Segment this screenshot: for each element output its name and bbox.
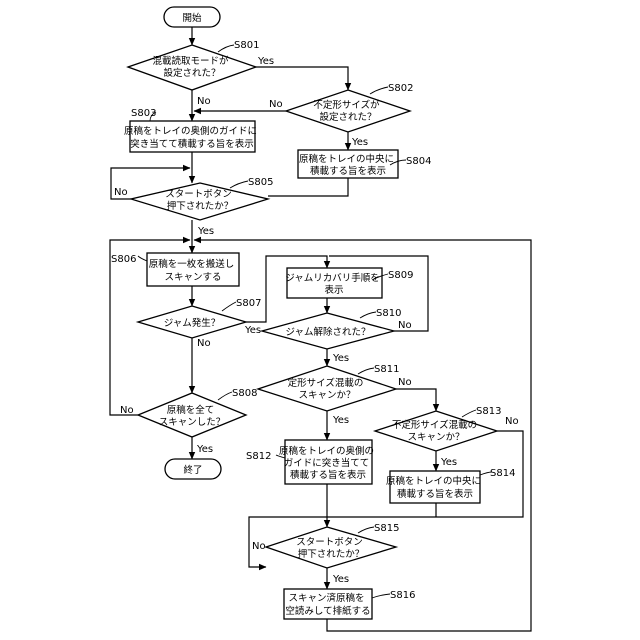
- edge-label-s808-yes: Yes: [196, 444, 213, 455]
- edge-label-s815-yes: Yes: [332, 574, 349, 585]
- decision-s813: [375, 411, 497, 451]
- end-label: 終了: [183, 464, 202, 476]
- edge-label-s807-yes: Yes: [244, 325, 261, 336]
- leader-s813: [462, 410, 476, 417]
- edge-label-s810-yes: Yes: [332, 353, 349, 364]
- edge-label-s808-no: No: [120, 405, 134, 416]
- step-s809: S809: [388, 270, 413, 281]
- leader-s806: [138, 256, 147, 261]
- edge-label-s813-no: No: [505, 416, 519, 427]
- step-s801: S801: [234, 40, 259, 51]
- step-s810: S810: [376, 308, 401, 319]
- s807-label: ジャム発生？: [164, 317, 221, 329]
- edge-label-s801-yes: Yes: [257, 56, 274, 67]
- step-s813: S813: [476, 406, 501, 417]
- step-s815: S815: [374, 523, 399, 534]
- s815-label: スタートボタン 押下されたか？: [296, 537, 366, 560]
- edge-label-s811-yes: Yes: [332, 415, 349, 426]
- step-s804: S804: [406, 156, 431, 167]
- step-s805: S805: [248, 177, 273, 188]
- edge-label-s802-no: No: [269, 99, 283, 110]
- step-s803: S803: [131, 108, 156, 119]
- edge-label-s815-no: No: [252, 541, 266, 552]
- s805-label: スタートボタン 押下されたか？: [165, 189, 235, 212]
- edge-label-s805-no: No: [114, 187, 128, 198]
- leader-s801: [218, 45, 234, 52]
- leader-s805: [230, 181, 248, 188]
- leader-s810: [360, 312, 376, 318]
- decision-s802: [286, 90, 410, 132]
- leader-s816: [372, 594, 390, 598]
- s810-label: ジャム解除された？: [285, 326, 370, 338]
- step-s816: S816: [390, 590, 415, 601]
- step-s807: S807: [236, 298, 261, 309]
- shapes: [128, 7, 497, 619]
- edge-s804-s805: [268, 178, 348, 196]
- start-label: 開始: [182, 12, 202, 24]
- leader-s808: [218, 392, 232, 400]
- leader-s811: [358, 368, 374, 374]
- edge-label-s802-yes: Yes: [351, 137, 368, 148]
- edge-label-s805-yes: Yes: [197, 226, 214, 237]
- edge-s811-s813: [396, 389, 436, 411]
- leader-s802: [370, 87, 388, 94]
- s812-label: 原稿をトレイの奥側の ガイドに突き当てて 積載する旨を表示: [279, 445, 377, 481]
- step-s806: S806: [111, 254, 136, 265]
- edge-label-s811-no: No: [398, 377, 412, 388]
- leader-s815: [358, 527, 374, 533]
- step-s808: S808: [232, 388, 257, 399]
- edge-label-s810-no: No: [398, 320, 412, 331]
- step-s814: S814: [490, 468, 515, 479]
- edge-label-s801-no: No: [197, 96, 211, 107]
- edge-label-s807-no: No: [197, 338, 211, 349]
- step-s802: S802: [388, 83, 413, 94]
- edge-s801-s802: [256, 67, 348, 90]
- leader-s807: [222, 302, 236, 311]
- step-s811: S811: [374, 364, 399, 375]
- edge-label-s813-yes: Yes: [440, 457, 457, 468]
- step-s812: S812: [246, 451, 271, 462]
